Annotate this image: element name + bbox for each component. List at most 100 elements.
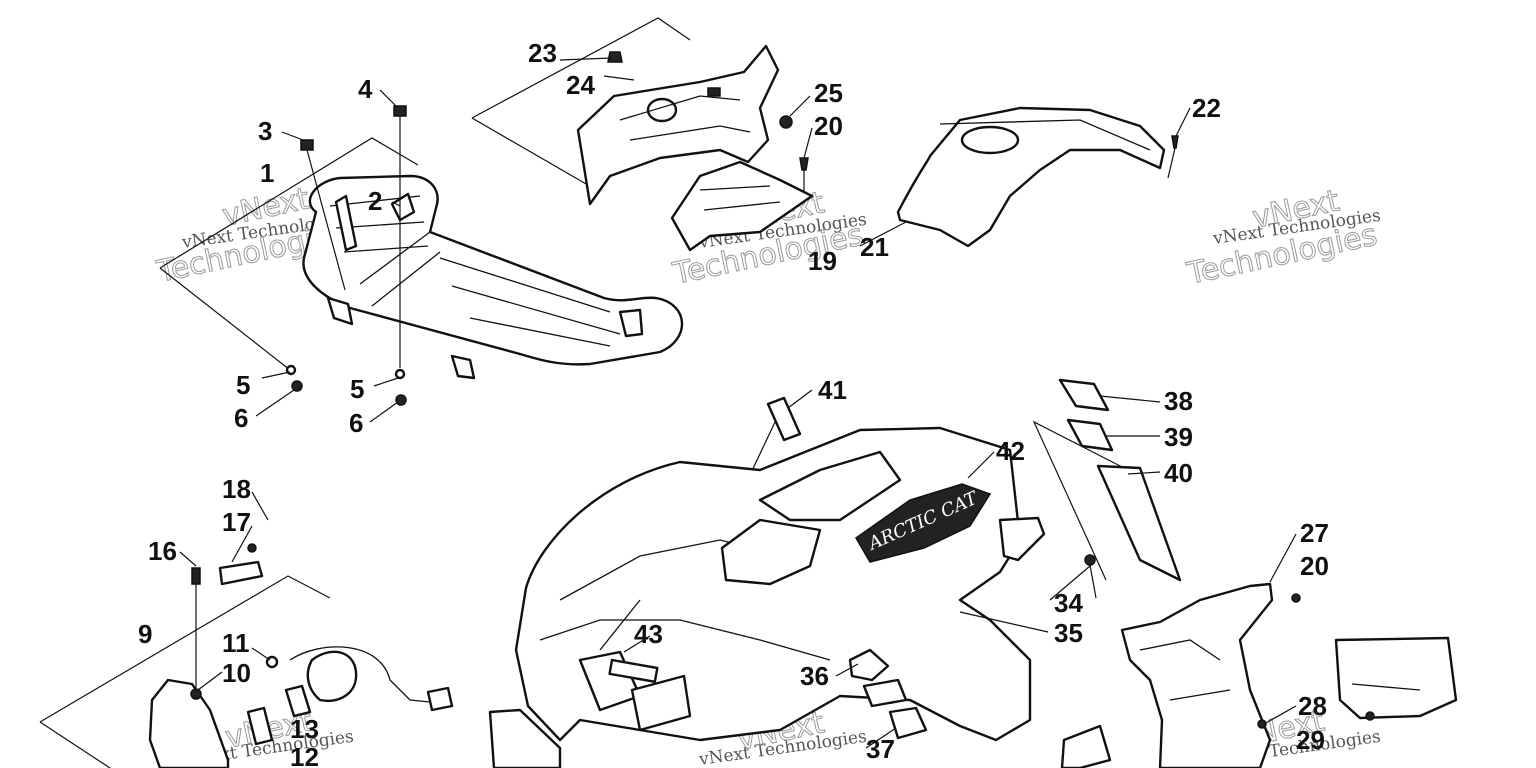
splash-panel-vent <box>960 125 1020 155</box>
front-rack-bracket <box>390 192 416 222</box>
inner-fender-body <box>1120 582 1274 768</box>
push-rivet-icon <box>799 157 809 171</box>
callout-label: 19 <box>808 246 837 276</box>
bracket-lines <box>39 17 1129 768</box>
callout-label: 6 <box>234 403 248 433</box>
latch-knob <box>888 706 928 740</box>
callout-label: 37 <box>866 734 895 764</box>
side-panel-vent <box>646 97 678 123</box>
callout-label: 42 <box>996 436 1025 466</box>
callout-label: 5 <box>350 374 364 404</box>
callout-label: 1 <box>260 158 274 188</box>
arctic-cat-decal <box>855 483 992 563</box>
hood-emblem <box>608 658 659 683</box>
decal-41 <box>766 396 802 442</box>
callout-label: 13 <box>290 714 319 744</box>
side-panel-body <box>576 44 780 206</box>
callout-label: 20 <box>814 111 843 141</box>
callout-label: 34 <box>1054 588 1083 618</box>
splash-panel <box>896 106 1179 248</box>
reflector-lens <box>218 560 264 586</box>
bolt-icon <box>300 139 314 151</box>
front-bumper-bracket <box>488 708 562 768</box>
decal-39 <box>1066 418 1114 452</box>
callout-labels: 1 2 3 4 5 6 5 6 23 24 25 20 19 21 22 41 … <box>138 38 1329 768</box>
footwell-panel <box>1334 636 1458 720</box>
bracket-rack-leg <box>159 267 291 371</box>
callout-label: 9 <box>138 619 152 649</box>
screw-icon <box>1084 554 1096 566</box>
callout-label: 17 <box>222 507 251 537</box>
callout-label: 43 <box>634 619 663 649</box>
push-rivet-icon <box>707 87 721 97</box>
front-rack-foot <box>618 308 644 338</box>
bolt-icon <box>393 105 407 117</box>
screw-icon <box>1365 711 1375 721</box>
side-panel <box>576 44 809 206</box>
callout-label: 5 <box>236 370 250 400</box>
callout-label: 29 <box>1296 725 1325 755</box>
callout-label: 16 <box>148 536 177 566</box>
leader-lines <box>179 57 1297 749</box>
lower-bracket <box>1060 724 1112 768</box>
callout-label: 28 <box>1298 691 1327 721</box>
front-rack-foot <box>450 354 476 380</box>
grille-right <box>630 674 692 732</box>
callout-label: 3 <box>258 116 272 146</box>
front-rack-foot <box>326 296 354 326</box>
decals <box>739 378 1182 582</box>
screw-icon <box>190 688 202 700</box>
access-latch <box>862 678 908 708</box>
grommet-icon <box>779 115 793 129</box>
headlight-assembly <box>148 543 454 768</box>
push-rivet-icon <box>1171 135 1179 149</box>
washer-icon <box>394 368 406 380</box>
callout-label: 18 <box>222 474 251 504</box>
connector-plug <box>426 686 454 712</box>
callout-label: 39 <box>1164 422 1193 452</box>
bracket-rack <box>159 137 419 269</box>
nut-icon <box>291 380 303 392</box>
callout-label: 10 <box>222 658 251 688</box>
callout-label: 24 <box>566 70 595 100</box>
callout-label: 25 <box>814 78 843 108</box>
push-rivet-icon <box>607 51 623 63</box>
callout-label: 4 <box>358 74 373 104</box>
bracket-headlight <box>39 575 331 723</box>
bracket-headlight-leg <box>39 721 111 768</box>
screw-icon <box>247 543 257 553</box>
nut-icon <box>395 394 407 406</box>
bracket-side-panel-leg <box>471 117 601 193</box>
bracket-side-panel <box>471 17 691 119</box>
callout-label: 6 <box>349 408 363 438</box>
headlight-socket <box>306 650 358 703</box>
clip-icon <box>191 567 201 585</box>
fender-insert <box>670 160 814 252</box>
screw-icon <box>1257 719 1267 729</box>
screw-icon <box>1291 593 1301 603</box>
headlight-bulb <box>246 706 274 746</box>
callout-label: 20 <box>1300 551 1329 581</box>
decal-38 <box>1058 378 1110 412</box>
bracket-decals <box>1032 420 1129 581</box>
callout-label: 2 <box>368 186 382 216</box>
bulb-grommet <box>284 684 312 718</box>
hood-vent <box>720 518 822 586</box>
decal-40 <box>1096 464 1182 582</box>
callout-label: 41 <box>818 375 847 405</box>
splash-panel-body <box>896 106 1166 248</box>
callout-label: 12 <box>290 742 319 768</box>
callout-label: 38 <box>1164 386 1193 416</box>
headlight-housing <box>148 678 230 768</box>
gas-cap-cover <box>848 648 890 682</box>
callout-label: 21 <box>860 232 889 262</box>
callout-label: 27 <box>1300 518 1329 548</box>
callout-label: 11 <box>222 628 250 658</box>
inner-fender <box>1060 582 1458 768</box>
callout-label: 23 <box>528 38 557 68</box>
front-rack-tube <box>334 194 358 252</box>
hood-bracket <box>998 516 1046 562</box>
hood-scoop <box>758 450 902 522</box>
front-rack <box>302 174 684 380</box>
